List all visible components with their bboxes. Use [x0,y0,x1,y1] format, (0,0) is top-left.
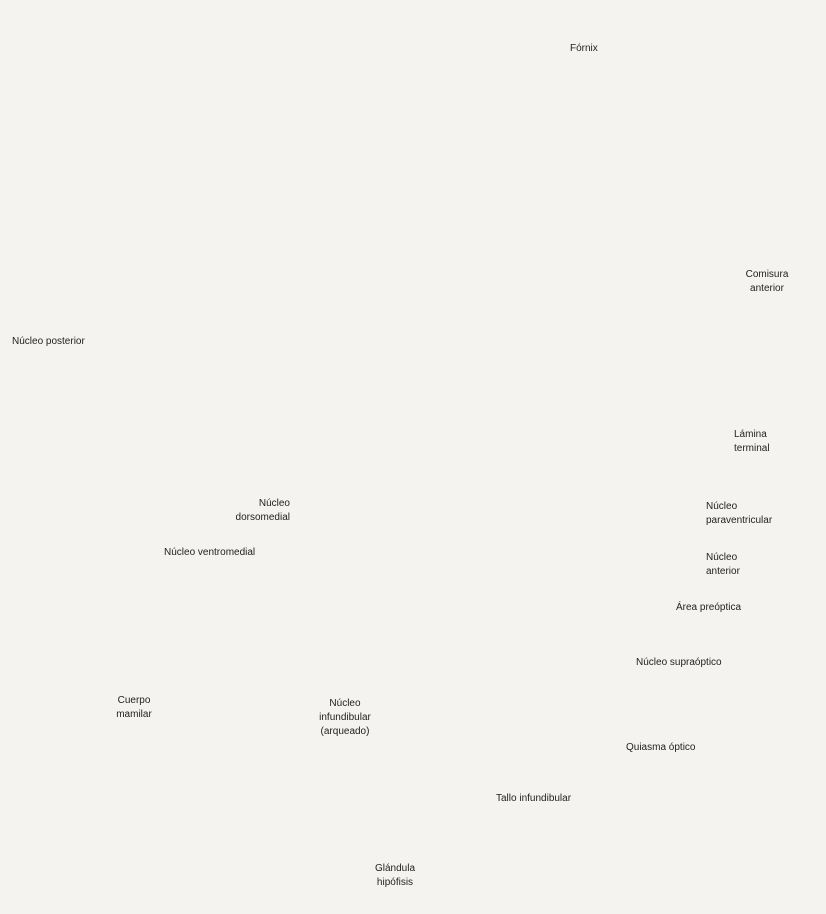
label-nucleo-paraventricular: Núcleo paraventricular [706,500,772,528]
label-nucleo-infundibular: Núcleo infundibular (arqueado) [300,697,390,739]
label-nucleo-posterior: Núcleo posterior [12,335,85,349]
label-lamina-terminal: Lámina terminal [734,428,770,456]
label-nucleo-supraoptico: Núcleo supraóptico [636,656,722,670]
label-glandula-hipofisis: Glándula hipófisis [350,862,440,890]
label-tallo-infundibular: Tallo infundibular [496,792,571,806]
label-comisura-anterior: Comisura anterior [722,268,812,296]
label-fornix: Fórnix [570,42,598,56]
label-quiasma-optico: Quiasma óptico [626,741,695,755]
label-nucleo-anterior: Núcleo anterior [706,551,740,579]
label-cuerpo-mamilar: Cuerpo mamilar [104,694,164,722]
label-area-preoptica: Área preóptica [676,601,741,615]
label-nucleo-dorsomedial: Núcleo dorsomedial [200,497,290,525]
label-nucleo-ventromedial: Núcleo ventromedial [164,546,255,560]
